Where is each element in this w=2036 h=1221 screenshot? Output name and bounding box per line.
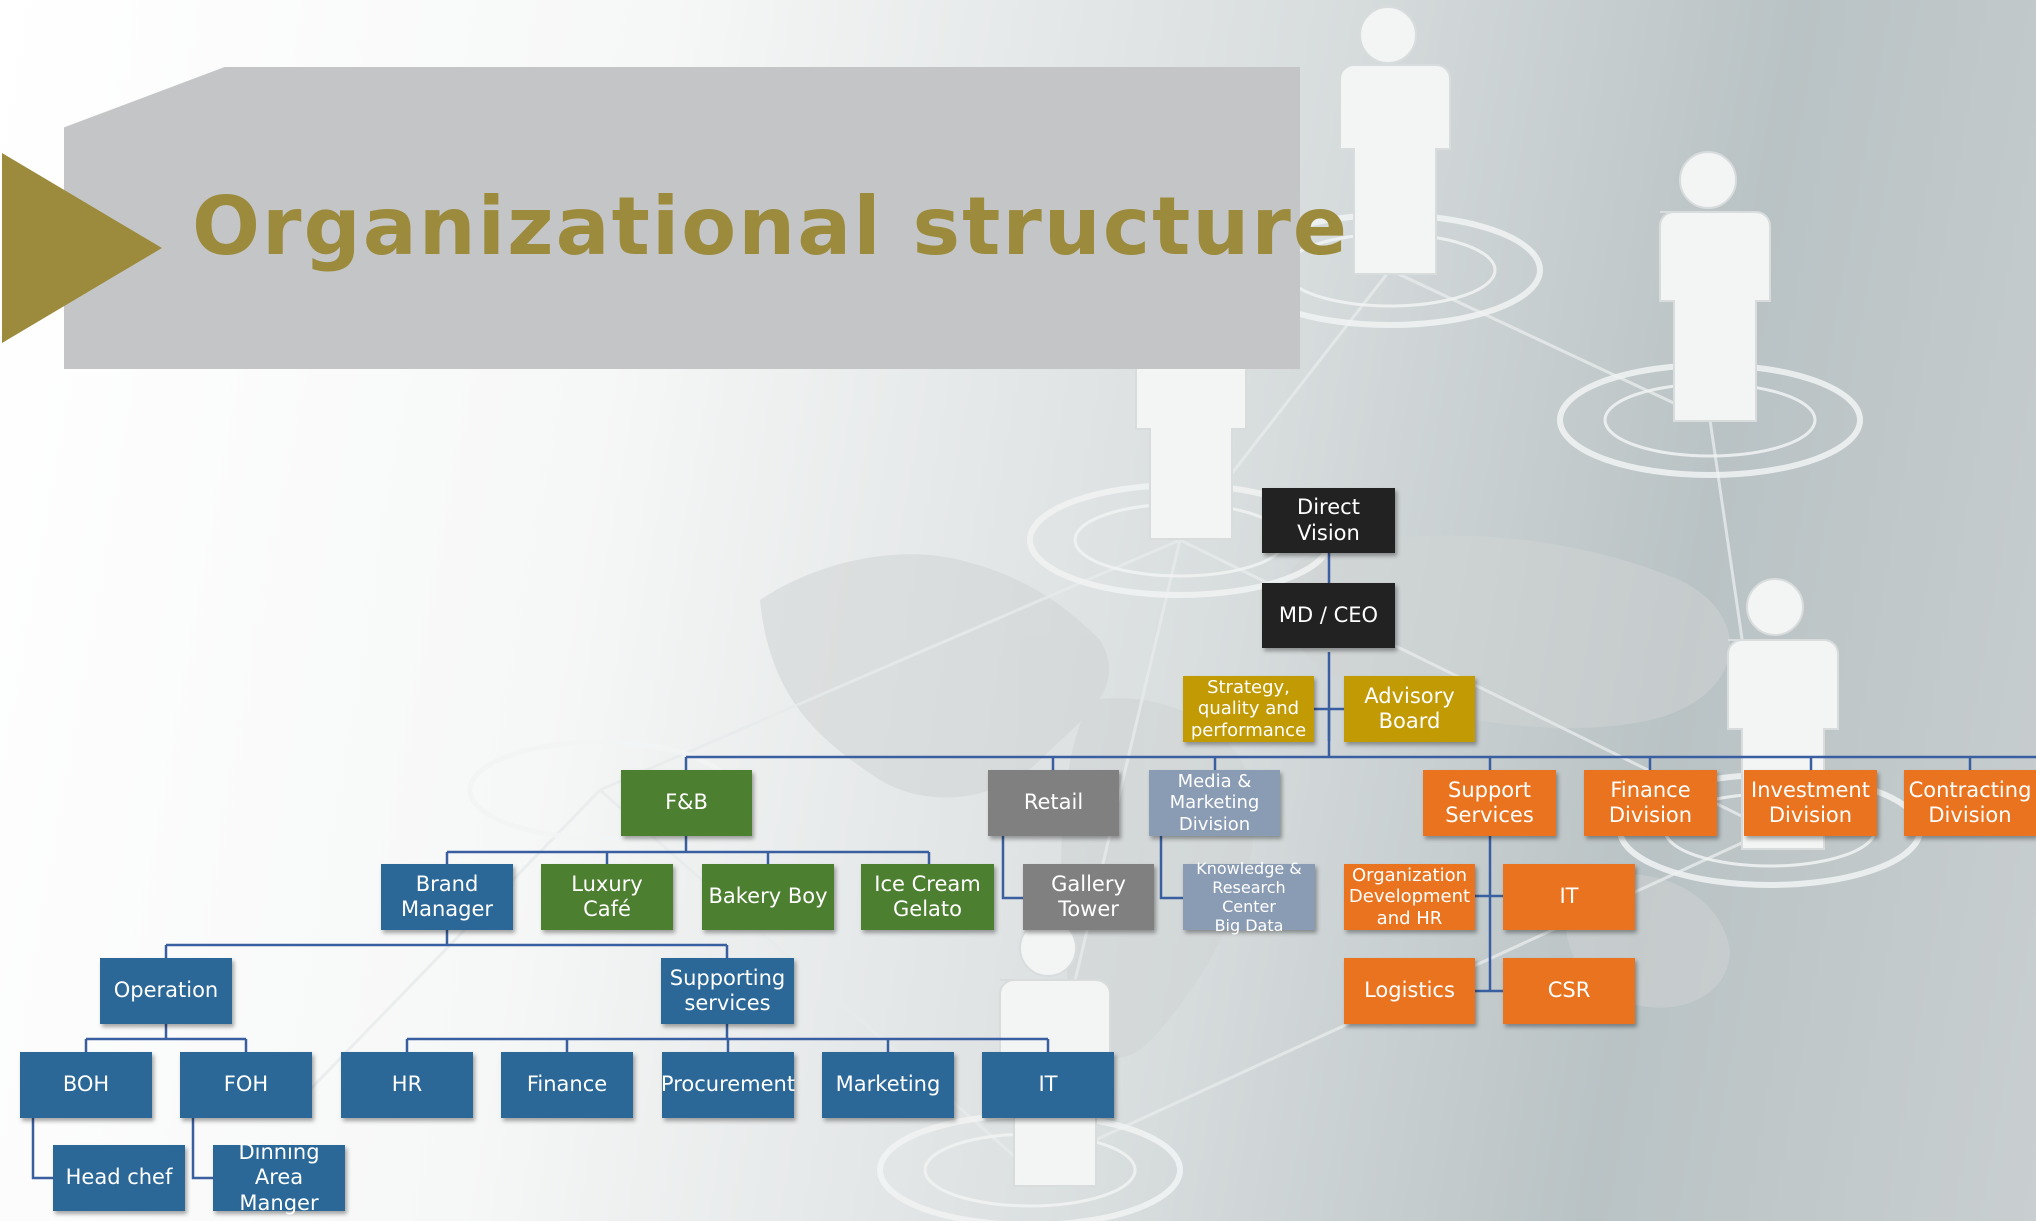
- foh-box: FOH: [180, 1052, 312, 1118]
- marketing-label: Marketing: [835, 1072, 941, 1097]
- csr-label: CSR: [1547, 978, 1591, 1003]
- marketing-box: Marketing: [822, 1052, 954, 1118]
- operation-box: Operation: [100, 958, 232, 1024]
- retail-label: Retail: [1023, 790, 1084, 815]
- knowledge-center-label: Knowledge & Research Center Big Data: [1196, 858, 1302, 936]
- retail-box: Retail: [988, 770, 1119, 836]
- md-ceo-label: MD / CEO: [1278, 602, 1379, 627]
- boh-label: BOH: [62, 1072, 110, 1097]
- luxury-cafe-label: Luxury Café: [571, 871, 643, 921]
- finance-box: Finance: [501, 1052, 633, 1118]
- supporting-services-box: Supporting services: [661, 958, 794, 1024]
- org-development-hr-box: Organization Development and HR: [1344, 864, 1475, 930]
- md-ceo-box: MD / CEO: [1262, 583, 1395, 648]
- logistics-box: Logistics: [1344, 958, 1475, 1024]
- gallery-tower-label: Gallery Tower: [1051, 871, 1126, 921]
- boh-box: BOH: [20, 1052, 152, 1118]
- foh-label: FOH: [223, 1072, 269, 1097]
- luxury-cafe-box: Luxury Café: [541, 864, 673, 930]
- head-chef-label: Head chef: [65, 1165, 173, 1190]
- head-chef-box: Head chef: [53, 1145, 185, 1211]
- logistics-label: Logistics: [1364, 978, 1455, 1003]
- strategy-box: Strategy, quality and performance: [1183, 676, 1314, 742]
- bakery-boy-label: Bakery Boy: [708, 884, 828, 909]
- operation-label: Operation: [113, 978, 219, 1003]
- advisory-board-box: Advisory Board: [1344, 676, 1475, 742]
- knowledge-center-box: Knowledge & Research Center Big Data: [1183, 859, 1315, 935]
- brand-manager-box: Brand Manager: [381, 864, 513, 930]
- strategy-label: Strategy, quality and performance: [1190, 676, 1307, 741]
- title-banner: [64, 67, 1300, 369]
- support-services-label: Support Services: [1445, 777, 1534, 827]
- ice-cream-gelato-label: Ice Cream Gelato: [874, 871, 981, 921]
- contracting-division-box: Contracting Division: [1904, 770, 2036, 836]
- support-services-box: Support Services: [1423, 770, 1556, 836]
- support-it-box: IT: [1503, 864, 1635, 930]
- supporting-services-label: Supporting services: [669, 965, 786, 1015]
- hr-box: HR: [341, 1052, 473, 1118]
- media-marketing-label: Media & Marketing Division: [1169, 770, 1260, 835]
- it-box: IT: [982, 1052, 1114, 1118]
- gallery-tower-box: Gallery Tower: [1023, 864, 1154, 930]
- direct-vision-box: Direct Vision: [1262, 488, 1395, 553]
- csr-box: CSR: [1503, 958, 1635, 1024]
- org-development-hr-label: Organization Development and HR: [1348, 864, 1471, 929]
- investment-division-box: Investment Division: [1744, 770, 1877, 836]
- finance-division-box: Finance Division: [1584, 770, 1717, 836]
- fnb-box: F&B: [621, 770, 752, 836]
- media-marketing-box: Media & Marketing Division: [1149, 770, 1280, 836]
- ice-cream-gelato-box: Ice Cream Gelato: [861, 864, 994, 930]
- bakery-boy-box: Bakery Boy: [702, 864, 834, 930]
- direct-vision-label: Direct Vision: [1297, 495, 1360, 545]
- investment-division-label: Investment Division: [1751, 777, 1870, 827]
- person-figures: [999, 6, 1839, 1187]
- procurement-box: Procurement: [660, 1052, 796, 1118]
- finance-label: Finance: [526, 1072, 608, 1097]
- dining-area-manager-box: Dinning Area Manger: [213, 1140, 345, 1215]
- advisory-board-label: Advisory Board: [1364, 683, 1455, 733]
- brand-manager-label: Brand Manager: [400, 871, 494, 921]
- procurement-label: Procurement: [660, 1072, 796, 1097]
- contracting-division-label: Contracting Division: [1908, 777, 2032, 827]
- it-label: IT: [1038, 1072, 1058, 1097]
- hr-label: HR: [391, 1072, 423, 1097]
- support-it-label: IT: [1559, 884, 1579, 909]
- dining-area-manager-label: Dinning Area Manger: [238, 1140, 320, 1215]
- slide-title: Organizational structure: [192, 180, 1350, 273]
- finance-division-label: Finance Division: [1608, 777, 1693, 827]
- fnb-label: F&B: [665, 790, 708, 815]
